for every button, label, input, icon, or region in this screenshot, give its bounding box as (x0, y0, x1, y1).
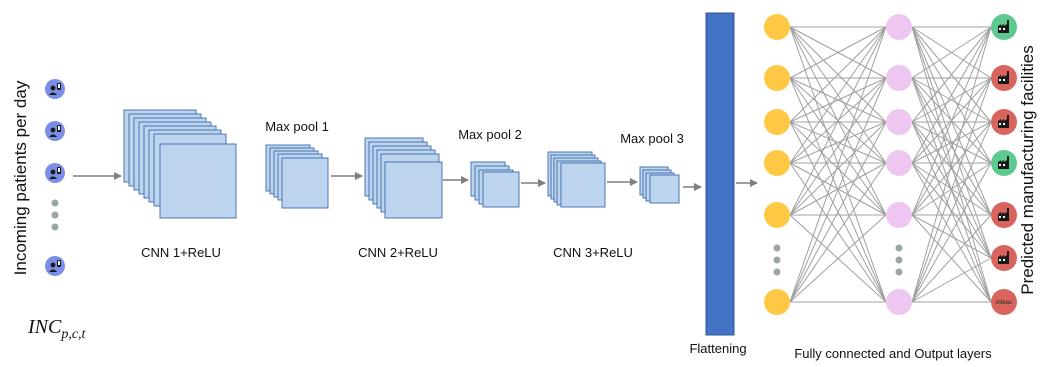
fc2-node (886, 150, 912, 176)
fc2-node (886, 65, 912, 91)
fc-edge (789, 121, 887, 164)
cnn3-feature-maps (547, 151, 606, 208)
fc1-node (764, 150, 790, 176)
fc-edge (911, 121, 992, 303)
fc-edge (789, 162, 887, 303)
fc-edge (789, 214, 887, 303)
ellipsis-dot (895, 244, 903, 252)
cnn2-feature-maps (364, 137, 443, 219)
output-node-infeasible (991, 245, 1017, 271)
input-layer (45, 79, 65, 276)
fc-edge (911, 214, 992, 303)
fc2-node (886, 14, 912, 40)
fc2-node (886, 289, 912, 315)
cnn2-label: CNN 2+ReLU (358, 245, 438, 260)
input-math-symbol: INCp,c,t (27, 316, 87, 342)
output-node-feasible (991, 14, 1017, 40)
flatten-label: Flattening (689, 341, 746, 356)
input-axis-label: Incoming patients per day (11, 80, 30, 275)
fc-edge (911, 26, 992, 79)
ellipsis-dot (773, 268, 781, 276)
fc2-node (886, 202, 912, 228)
fc-edge (789, 77, 887, 303)
ellipsis-dot (773, 256, 781, 264)
cnn1-feature-maps (123, 109, 237, 219)
pool2-label: Max pool 2 (458, 127, 522, 142)
fc-layer-1 (764, 14, 790, 315)
output-node-infeasible (991, 202, 1017, 228)
fc-edge (789, 26, 887, 303)
patient-icon (45, 121, 65, 141)
cnn1-label: CNN 1+ReLU (141, 245, 221, 260)
pool1-feature-maps (265, 144, 329, 209)
cnn3-label: CNN 3+ReLU (553, 245, 633, 260)
output-axis-label: Predicted manufacturing facilities (1018, 45, 1037, 294)
fc-edge (911, 77, 992, 216)
fc-edge (911, 121, 992, 216)
fc-edge (911, 26, 992, 303)
fc-layer-2 (886, 14, 912, 315)
fc2-node (886, 109, 912, 135)
fc-edge (789, 77, 887, 123)
fc1-node (764, 14, 790, 40)
fc-edge (911, 26, 992, 164)
fc-edge (911, 214, 992, 259)
fc-edge (789, 26, 887, 216)
fc-label: Fully connected and Output layers (794, 346, 992, 361)
pool2-feature-maps (470, 161, 520, 208)
infeasible-label: infeas (996, 300, 1012, 306)
fc-edge (911, 26, 992, 216)
fc1-node (764, 109, 790, 135)
pool3-label: Max pool 3 (620, 131, 684, 146)
pool3-feature-maps (639, 166, 680, 204)
fc-edge (911, 77, 992, 303)
fc-edge (911, 121, 992, 164)
fc-edge (911, 26, 992, 123)
fc-edge (911, 162, 992, 303)
ellipsis-dot (895, 268, 903, 276)
ellipsis-dot (895, 256, 903, 264)
patient-icon (45, 256, 65, 276)
fc-edge (789, 121, 887, 216)
ellipsis-dot (773, 244, 781, 252)
fc1-node (764, 65, 790, 91)
output-layer: infeas (991, 14, 1017, 315)
output-node-feasible (991, 150, 1017, 176)
ellipsis-dot (51, 223, 59, 231)
fc-edge (789, 77, 887, 216)
fc-edge (789, 26, 887, 79)
ellipsis-dot (51, 199, 59, 207)
fc-edge (789, 26, 887, 123)
output-node-infeasible-label: infeas (991, 289, 1017, 315)
fc-edge (911, 77, 992, 123)
output-node-infeasible (991, 109, 1017, 135)
output-node-infeasible (991, 65, 1017, 91)
patient-icon (45, 163, 65, 183)
flatten-bar (705, 12, 735, 336)
fc-edge (911, 257, 992, 303)
fc-edge (789, 121, 887, 303)
patient-icon (45, 79, 65, 99)
pool1-label: Max pool 1 (265, 119, 329, 134)
fc-edges (789, 26, 992, 303)
fc1-node (764, 289, 790, 315)
fc-edge (911, 162, 992, 259)
fc-edge (789, 26, 887, 164)
ellipsis-dot (51, 211, 59, 219)
fc1-node (764, 202, 790, 228)
